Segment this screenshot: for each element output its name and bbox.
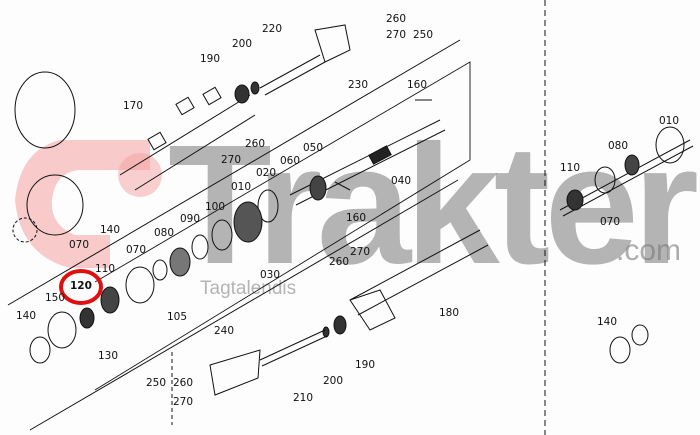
part-label: 200 xyxy=(232,38,253,50)
part-label: 140 xyxy=(16,310,37,322)
part-label: 010 xyxy=(659,115,680,127)
part-label: 030 xyxy=(260,269,281,281)
watermark-tagline: Tagtalendis xyxy=(200,278,297,299)
part-label: 260 xyxy=(329,256,350,268)
part-label: 080 xyxy=(608,140,629,152)
part-label: 210 xyxy=(293,392,314,404)
part-label: 160 xyxy=(346,212,367,224)
part-label: 190 xyxy=(355,359,376,371)
part-label: 180 xyxy=(439,307,460,319)
part-label: 060 xyxy=(280,155,301,167)
part-label: 110 xyxy=(95,263,116,275)
part-label: 130 xyxy=(98,350,119,362)
part-label: 150 xyxy=(45,292,66,304)
part-label: 010 xyxy=(231,181,252,193)
part-label: 090 xyxy=(180,213,201,225)
part-label: 220 xyxy=(262,23,283,35)
watermark-domain: .com xyxy=(616,234,682,267)
part-label: 140 xyxy=(100,224,121,236)
part-label: 250 xyxy=(413,29,434,41)
part-label: 020 xyxy=(256,167,277,179)
part-label: 040 xyxy=(391,175,412,187)
part-label: 200 xyxy=(323,375,344,387)
part-label: 070 xyxy=(126,244,147,256)
panel-edge-top xyxy=(7,39,461,306)
part-label: 080 xyxy=(154,227,175,239)
part-label: 100 xyxy=(205,201,226,213)
part-label: 260 xyxy=(173,377,194,389)
part-label: 160 xyxy=(407,79,428,91)
part-label: 140 xyxy=(597,316,618,328)
part-label: 250 xyxy=(146,377,167,389)
part-label: 230 xyxy=(348,79,369,91)
part-label: 070 xyxy=(69,239,90,251)
part-label: 270 xyxy=(386,29,407,41)
part-label: 260 xyxy=(245,138,266,150)
panel-edge-bottom xyxy=(29,179,459,431)
part-label: 260 xyxy=(386,13,407,25)
part-label: 270 xyxy=(350,246,371,258)
part-label: 050 xyxy=(303,142,324,154)
part-label: 190 xyxy=(200,53,221,65)
part-label: 270 xyxy=(221,154,242,166)
highlighted-part-label: 120 xyxy=(70,280,92,292)
part-label: 170 xyxy=(123,100,144,112)
part-label: 240 xyxy=(214,325,235,337)
part-label: 070 xyxy=(600,216,621,228)
part-label: 270 xyxy=(173,396,194,408)
part-label: 105 xyxy=(167,311,188,323)
watermark-brand: Trakter xyxy=(168,110,699,300)
part-label: 110 xyxy=(560,162,581,174)
highlight-circle xyxy=(59,269,103,305)
